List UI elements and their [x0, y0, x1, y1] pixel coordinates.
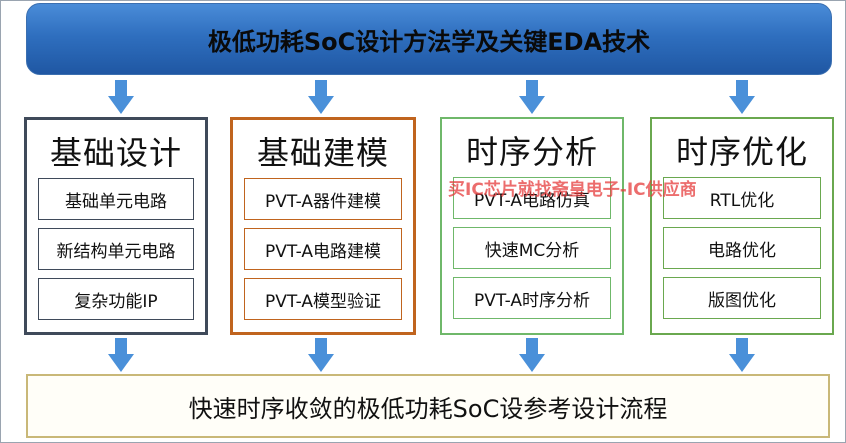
down-arrow-icon [729, 80, 755, 114]
list-item: PVT-A时序分析 [453, 277, 611, 319]
list-item: 复杂功能IP [38, 278, 194, 320]
down-arrow-icon [108, 338, 134, 372]
column-basic-modeling: 基础建模 PVT-A器件建模 PVT-A电路建模 PVT-A模型验证 [230, 117, 416, 335]
list-item: 电路优化 [663, 227, 821, 269]
header-title: 极低功耗SoC设计方法学及关键EDA技术 [207, 27, 651, 56]
footer-box: 快速时序收敛的极低功耗SoC设参考设计流程 [26, 374, 830, 438]
down-arrow-icon [108, 80, 134, 114]
column-timing-optimization: 时序优化 RTL优化 电路优化 版图优化 [650, 117, 834, 335]
list-item: PVT-A器件建模 [244, 178, 402, 220]
down-arrow-icon [519, 338, 545, 372]
list-item: 版图优化 [663, 277, 821, 319]
column-timing-analysis: 时序分析 PVT-A电路仿真 快速MC分析 PVT-A时序分析 [440, 117, 624, 335]
list-item: 基础单元电路 [38, 178, 194, 220]
down-arrow-icon [308, 338, 334, 372]
list-item: 新结构单元电路 [38, 228, 194, 270]
header-banner: 极低功耗SoC设计方法学及关键EDA技术 [26, 3, 832, 75]
down-arrow-icon [308, 80, 334, 114]
column-title: 时序分析 [465, 133, 598, 171]
footer-text: 快速时序收敛的极低功耗SoC设参考设计流程 [188, 394, 668, 423]
column-basic-design: 基础设计 基础单元电路 新结构单元电路 复杂功能IP [24, 117, 208, 335]
column-title: 基础建模 [256, 134, 389, 172]
down-arrow-icon [729, 338, 755, 372]
list-item: PVT-A电路仿真 [453, 177, 611, 219]
column-title: 时序优化 [675, 133, 808, 171]
column-title: 基础设计 [49, 134, 182, 172]
down-arrow-icon [519, 80, 545, 114]
list-item: 快速MC分析 [453, 227, 611, 269]
list-item: PVT-A电路建模 [244, 228, 402, 270]
list-item: RTL优化 [663, 177, 821, 219]
list-item: PVT-A模型验证 [244, 278, 402, 320]
